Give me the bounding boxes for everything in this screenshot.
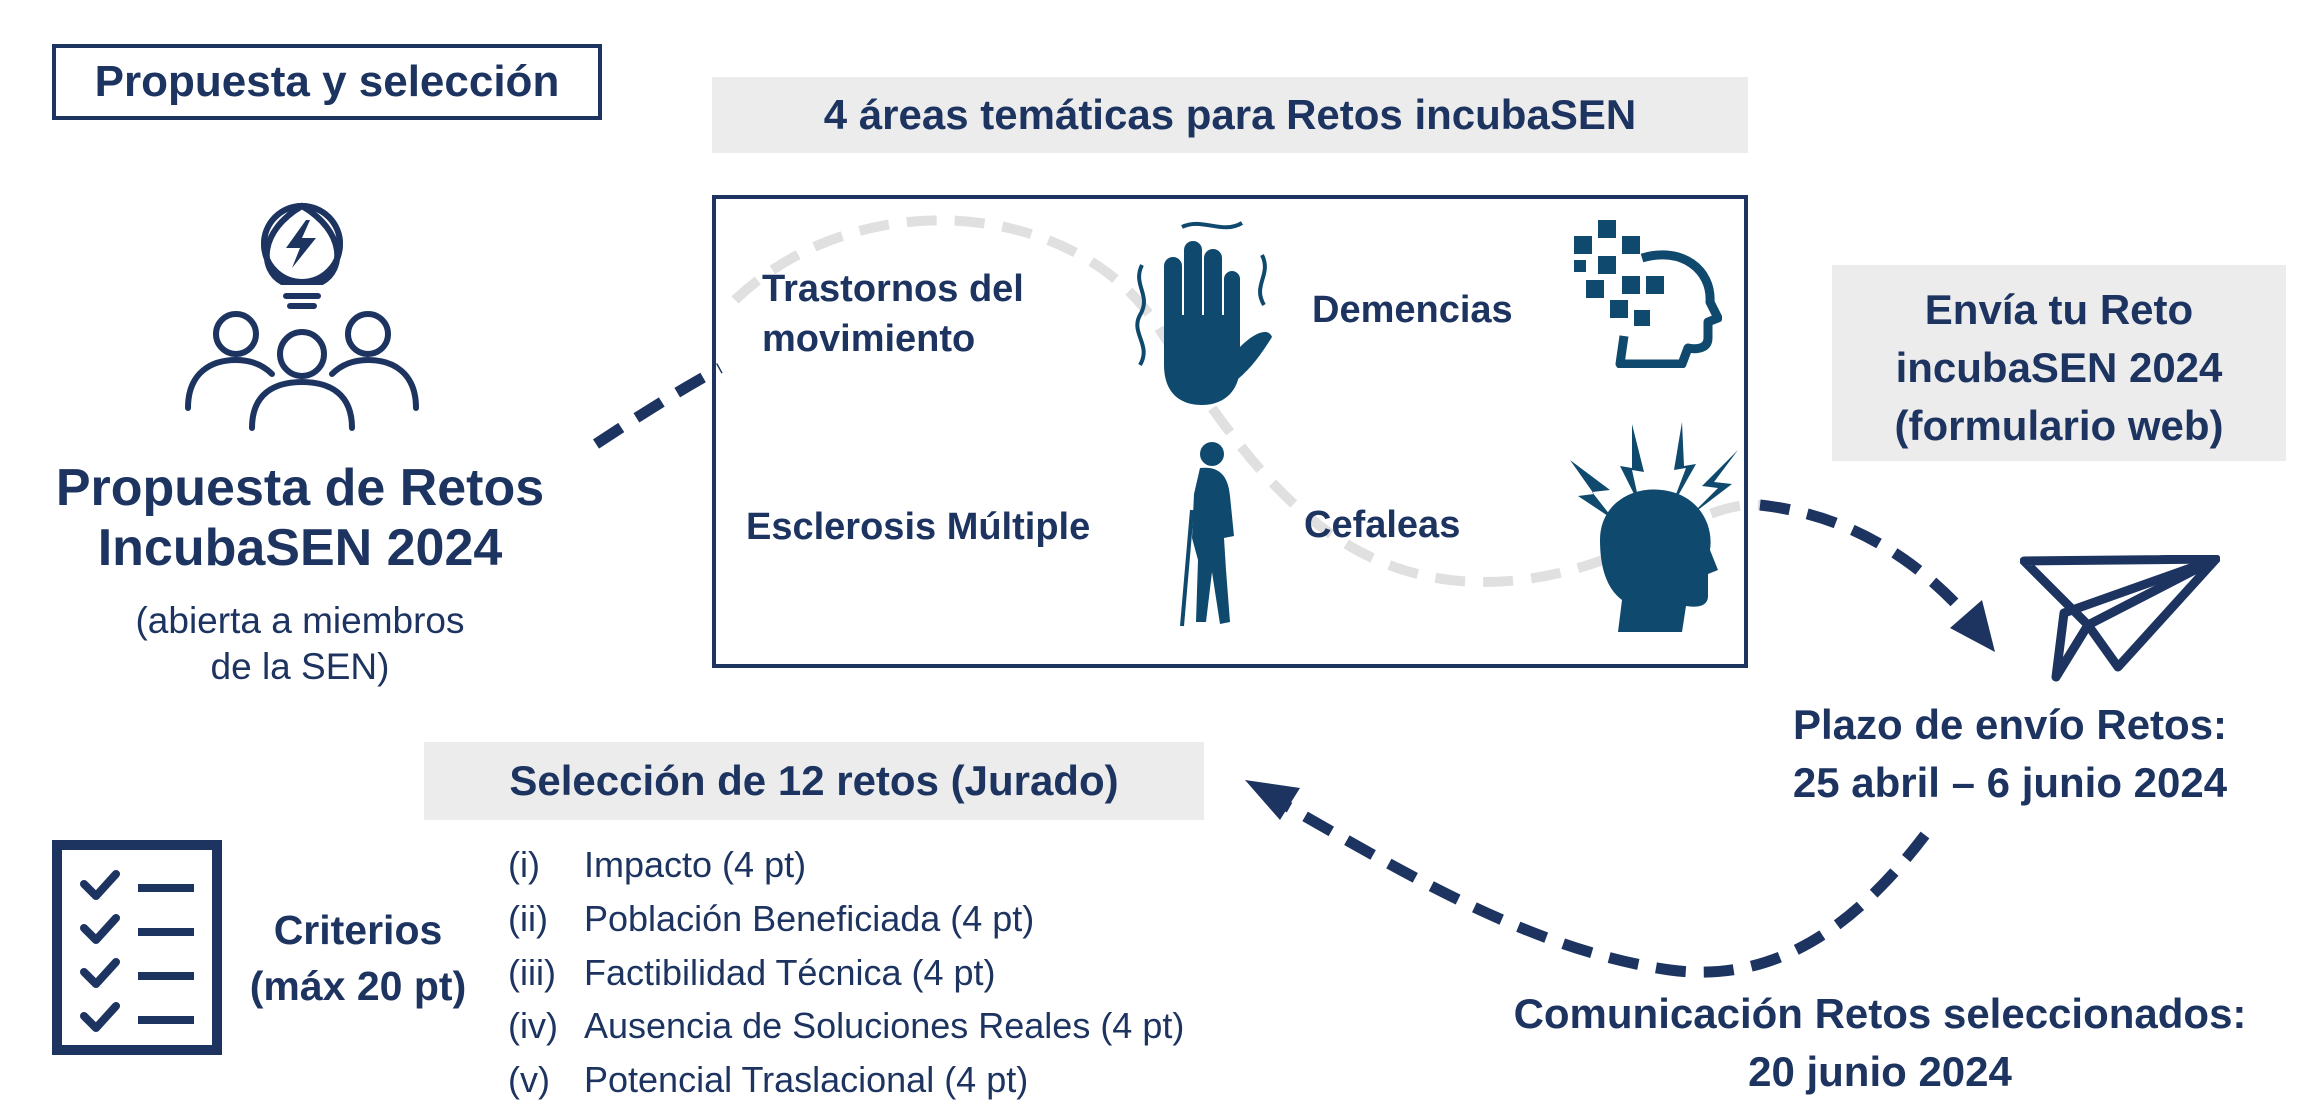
criteria-label: Criterios (máx 20 pt) xyxy=(249,907,467,1009)
person-with-cane-icon xyxy=(1180,442,1234,627)
selection-band: Selección de 12 retos (Jurado) xyxy=(424,742,1204,820)
lightning-icon xyxy=(286,220,316,268)
section-title-box: Propuesta y selección xyxy=(52,44,602,120)
areas-box xyxy=(712,195,1748,668)
criterion-item: (ii) Población Beneficiada (4 pt) xyxy=(508,898,1035,939)
arrowhead-selection xyxy=(1245,780,1300,820)
criterion-item: (v) Potencial Traslacional (4 pt) xyxy=(508,1059,1029,1100)
proposal-subtitle: (abierta a miembros de la SEN) xyxy=(135,600,465,687)
deadline-text: Plazo de envío Retos: 25 abril – 6 junio… xyxy=(1792,701,2228,806)
area-dementia-label: Demencias xyxy=(1312,289,1513,331)
dashed-arrow-to-selection xyxy=(1282,800,1930,978)
checklist-icon xyxy=(52,840,222,1055)
shaking-hand-icon xyxy=(1135,221,1272,405)
dashed-arrow-proposal xyxy=(592,363,723,449)
headache-head-icon xyxy=(1570,422,1738,632)
communication-text: Comunicación Retos seleccionados: 20 jun… xyxy=(1513,990,2247,1095)
area-ms-label: Esclerosis Múltiple xyxy=(746,506,1091,548)
paper-plane-icon xyxy=(2020,555,2220,682)
dashed-arrow-to-send xyxy=(1759,499,1980,629)
areas-band: 4 áreas temáticas para Retos incubaSEN xyxy=(712,77,1748,153)
area-movement-label: Trastornos del movimiento xyxy=(762,268,1024,360)
arrowhead-send xyxy=(1950,600,1995,652)
criterion-item: (iii) Factibilidad Técnica (4 pt) xyxy=(508,952,996,993)
proposal-title: Propuesta de Retos IncubaSEN 2024 xyxy=(55,459,545,577)
send-band: Envía tu Reto incubaSEN 2024 (formulario… xyxy=(1832,265,2286,461)
area-headache-label: Cefaleas xyxy=(1304,504,1461,546)
team-idea-icon xyxy=(185,202,419,431)
section-title: Propuesta y selección xyxy=(94,57,560,106)
criterion-item: (iv) Ausencia de Soluciones Reales (4 pt… xyxy=(508,1005,1185,1046)
criterion-item: (i) Impacto (4 pt) xyxy=(508,844,807,885)
pixelated-head-icon xyxy=(1574,220,1722,368)
